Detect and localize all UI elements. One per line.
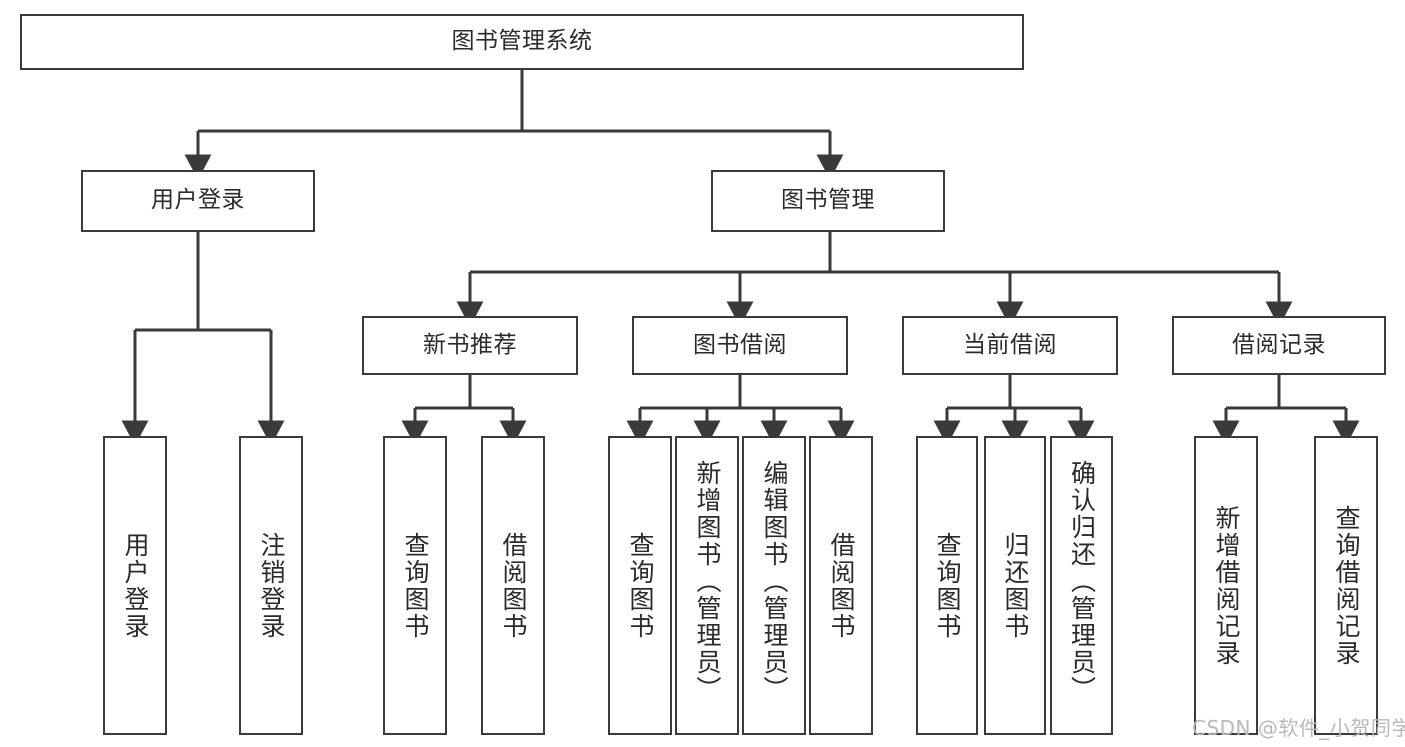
leaf-new-book-query[interactable]: 查询图书	[383, 436, 447, 735]
leaf-label: 新增借阅记录	[1212, 504, 1241, 667]
node-borrow-record[interactable]: 借阅记录	[1172, 316, 1386, 375]
leaf-current-borrow-confirm[interactable]: 确认归还（管理员）	[1050, 436, 1113, 735]
leaf-new-book-borrow[interactable]: 借阅图书	[481, 436, 545, 735]
node-book-management[interactable]: 图书管理	[711, 170, 945, 232]
leaf-label: 新增图书（管理员）	[693, 460, 722, 703]
leaf-book-borrow-query[interactable]: 查询图书	[608, 436, 672, 735]
leaf-label: 查询图书	[933, 531, 962, 640]
leaf-label: 查询借阅记录	[1332, 504, 1361, 667]
leaf-label: 编辑图书（管理员）	[760, 460, 789, 703]
node-book-borrow[interactable]: 图书借阅	[632, 316, 848, 375]
leaf-label: 确认归还（管理员）	[1067, 460, 1097, 703]
leaf-current-borrow-return[interactable]: 归还图书	[984, 436, 1046, 735]
node-label: 图书管理系统	[451, 28, 593, 55]
leaf-borrow-record-query[interactable]: 查询借阅记录	[1314, 436, 1378, 735]
watermark-text: CSDN @软件_小贺同学	[1192, 716, 1405, 740]
leaf-label: 借阅图书	[827, 531, 856, 640]
leaf-label: 查询图书	[401, 531, 430, 640]
leaf-book-borrow-add[interactable]: 新增图书（管理员）	[675, 436, 739, 735]
leaf-user-login-logout[interactable]: 注销登录	[239, 436, 303, 735]
node-current-borrow[interactable]: 当前借阅	[902, 316, 1118, 375]
leaf-label: 注销登录	[257, 531, 286, 640]
leaf-label: 归还图书	[1001, 531, 1030, 640]
leaf-current-borrow-query[interactable]: 查询图书	[916, 436, 978, 735]
node-new-book-recommend[interactable]: 新书推荐	[362, 316, 578, 375]
node-user-login[interactable]: 用户登录	[81, 170, 315, 232]
leaf-book-borrow-borrow[interactable]: 借阅图书	[809, 436, 873, 735]
node-label: 用户登录	[151, 187, 245, 214]
leaf-book-borrow-edit[interactable]: 编辑图书（管理员）	[742, 436, 806, 735]
node-label: 当前借阅	[963, 331, 1057, 358]
node-label: 借阅记录	[1232, 331, 1326, 358]
node-label: 图书借阅	[693, 331, 787, 358]
leaf-label: 查询图书	[626, 531, 655, 640]
leaf-user-login-login[interactable]: 用户登录	[103, 436, 167, 735]
node-root-system[interactable]: 图书管理系统	[20, 14, 1024, 70]
leaf-borrow-record-add[interactable]: 新增借阅记录	[1194, 436, 1258, 735]
node-label: 新书推荐	[423, 331, 517, 358]
leaf-label: 借阅图书	[499, 531, 528, 640]
node-label: 图书管理	[781, 187, 875, 214]
leaf-label: 用户登录	[121, 531, 150, 640]
